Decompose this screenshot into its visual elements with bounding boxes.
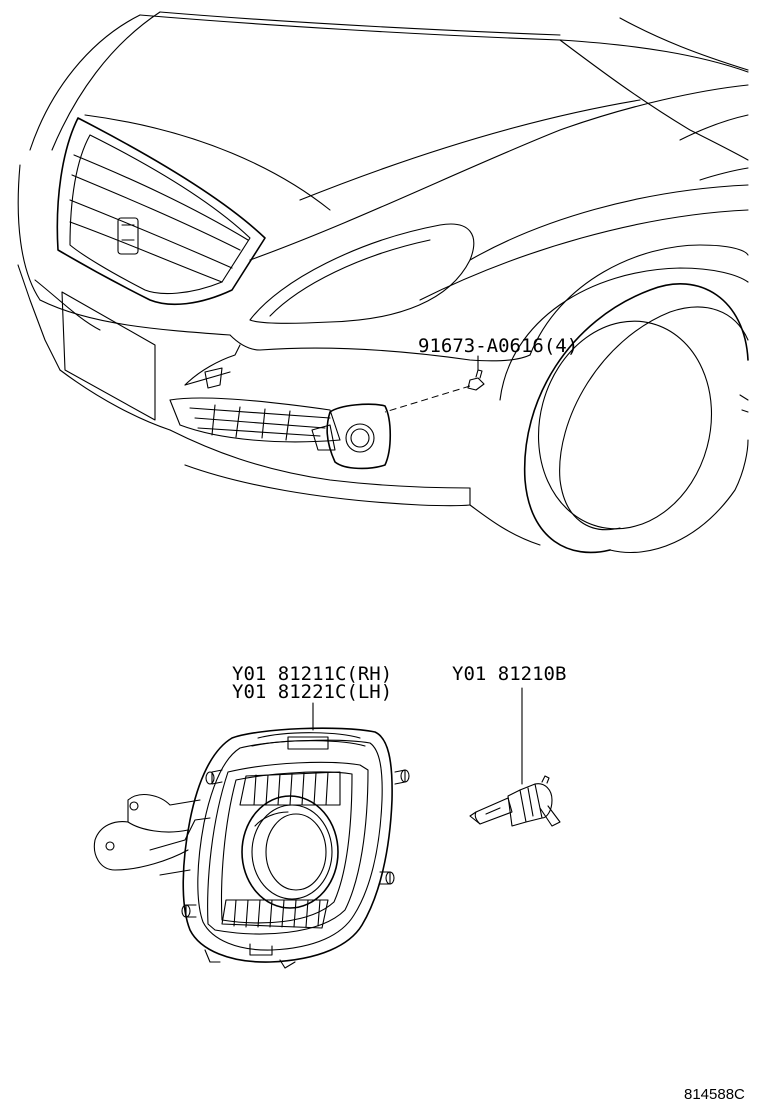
bolt-part-number: 91673-A0616(4) — [418, 335, 579, 357]
bulb-part-number: Y01 81210B — [452, 663, 567, 685]
fog-lamp-lh-part-number: Y01 81221C(LH) — [232, 681, 393, 703]
fog-lamp-assembly-illustration — [93, 702, 410, 969]
fog-lamp-rh-part-number: Y01 81211C(RH) — [232, 663, 393, 685]
drawing-code: 814588C — [684, 1086, 745, 1103]
vehicle-front-illustration — [17, 11, 749, 554]
fog-lamp-bulb-illustration — [469, 687, 561, 827]
